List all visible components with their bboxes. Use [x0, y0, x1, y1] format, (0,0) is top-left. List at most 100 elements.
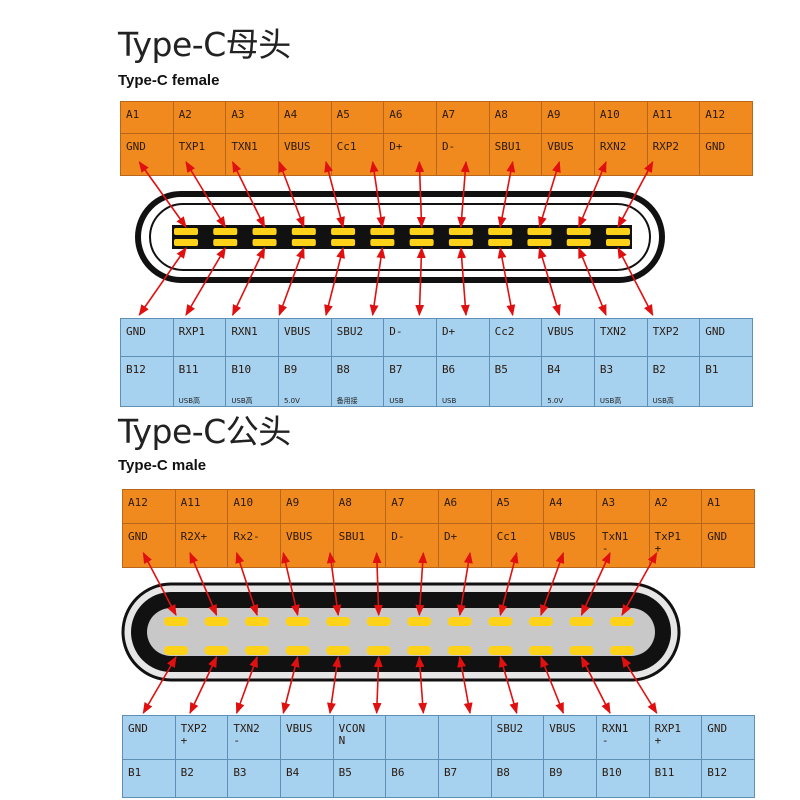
female-top-pin [213, 228, 238, 235]
pin-label: A2 [654, 496, 668, 509]
signal-arrow [415, 551, 428, 617]
pin-label: GND [126, 325, 146, 338]
pin-cell: VCON N [332, 715, 387, 760]
signal-arrow [540, 655, 565, 715]
pin-label: B7 [443, 766, 458, 779]
pin-label: TxN1 - [601, 530, 629, 555]
female-title: Type-C母头 [118, 25, 291, 64]
pin-label: B9 [283, 363, 298, 376]
pin-label: A6 [443, 496, 458, 509]
pin-label: SBU1 [494, 140, 522, 153]
pin-cell: D+ [383, 133, 437, 176]
pin-label: SBU1 [338, 530, 366, 543]
female-top-pin [370, 228, 395, 235]
pin-cell: TXN2 - [227, 715, 281, 760]
male-top-pin [245, 617, 270, 626]
pin-label: A10 [233, 496, 254, 509]
pin-cell: GND [699, 318, 753, 357]
pin-label: B12 [126, 363, 146, 376]
signal-arrow [372, 551, 383, 617]
pin-cell: B8 [490, 759, 545, 798]
pin-cell: A5 [330, 101, 385, 134]
pin-label: GND [707, 530, 728, 543]
pin-cell: B9 [543, 759, 597, 798]
pin-label: A1 [126, 108, 140, 121]
pin-label: RXN1 - [601, 722, 629, 747]
pin-label: A12 [705, 108, 726, 121]
pin-cell: B1 [699, 356, 753, 407]
male-top-pin [528, 617, 553, 626]
pin-cell: B5 [332, 759, 387, 798]
female-bottom-pin [252, 239, 277, 246]
pin-label: D- [441, 140, 456, 153]
female-bottom-pin [566, 239, 591, 246]
pin-label: B1 [128, 766, 142, 779]
pin-cell: A10 [227, 489, 281, 524]
pin-label: B11 [178, 363, 199, 376]
female-bottom-pin [370, 239, 395, 246]
signal-arrow [457, 551, 473, 617]
female-top-pin [488, 228, 513, 235]
signal-arrow [369, 160, 386, 229]
female-bottom-pin [174, 239, 198, 246]
male-top-pin [447, 617, 472, 626]
female-bottom-pin [527, 239, 552, 246]
male-top-pin [407, 617, 432, 626]
pin-label: Cc1 [496, 530, 517, 543]
pin-cell: VBUS [543, 715, 597, 760]
pin-cell: A8 [332, 489, 387, 524]
pin-cell: TXP2 [646, 318, 701, 357]
pin-label: VBUS [285, 722, 313, 735]
pin-label: TxP1 + [654, 530, 682, 555]
pin-label: A7 [441, 108, 456, 121]
signal-arrow [278, 246, 305, 317]
signal-arrow [621, 552, 658, 616]
signal-arrow [577, 246, 607, 317]
female-top-pin [331, 228, 356, 235]
male-top-pin [488, 617, 513, 626]
signal-arrow [324, 246, 345, 317]
pin-cell: B10 [595, 759, 650, 798]
male-title: Type-C公头 [118, 412, 291, 451]
pin-label: B1 [705, 363, 719, 376]
pin-cell: GND [120, 318, 174, 357]
pin-label: A4 [283, 108, 298, 121]
signal-arrow [281, 551, 300, 617]
pin-cell [437, 715, 492, 760]
pin-label: GND [705, 140, 726, 153]
pin-cell: B12 [120, 356, 174, 407]
pin-label: A6 [389, 108, 403, 121]
female-bottom-pin [409, 239, 434, 246]
signal-arrow [497, 246, 516, 317]
pin-label: VBUS [283, 325, 311, 338]
male-bottom-pin [610, 646, 634, 655]
pin-label: GND [705, 325, 726, 338]
pin-cell: TXP2 + [174, 715, 229, 760]
male-top-pin [164, 617, 188, 626]
pin-cell: SBU2 [330, 318, 385, 357]
signal-arrow [235, 551, 259, 617]
pin-note: USB高 [231, 397, 253, 405]
pin-cell: A12 [122, 489, 176, 524]
male-bottom-pin [569, 646, 594, 655]
pin-label: A3 [231, 108, 245, 121]
female-bottom-pin [213, 239, 238, 246]
pin-label: B7 [389, 363, 403, 376]
pin-label: TXP1 [178, 140, 206, 153]
pin-cell: A2 [648, 489, 703, 524]
male-subtitle: Type-C male [118, 457, 207, 474]
pin-cell: RXP2 [646, 133, 701, 176]
pin-cell: A3 [225, 101, 279, 134]
pin-cell: A6 [383, 101, 437, 134]
signal-arrow [231, 246, 266, 317]
signal-arrow [142, 656, 177, 714]
signal-arrow [538, 160, 561, 229]
pin-cell: B7 [437, 759, 492, 798]
signal-arrow [617, 161, 654, 228]
